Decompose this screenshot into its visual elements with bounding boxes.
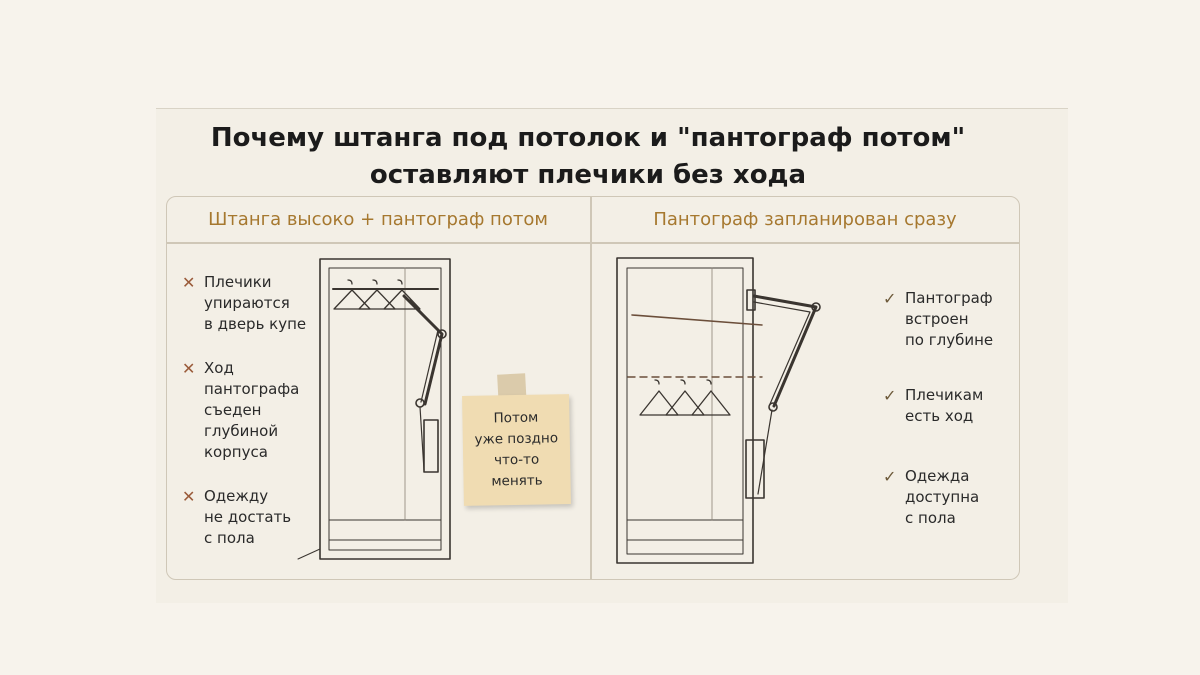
right-feature-2: ✓ Плечикам есть ход <box>883 385 983 427</box>
comparison-panel <box>166 196 1020 580</box>
right-feature-3: ✓ Одежда доступна с пола <box>883 466 979 529</box>
left-column-heading: Штанга высоко + пантограф потом <box>208 209 548 230</box>
left-feature-2: ✕ Ход пантографа съеден глубиной корпуса <box>182 358 299 463</box>
right-feature-3-text: Одежда доступна с пола <box>905 467 980 527</box>
header-divider <box>167 242 1019 244</box>
cross-icon: ✕ <box>182 487 196 506</box>
right-hangers-icon <box>639 379 731 416</box>
left-hangers-icon <box>333 279 421 310</box>
right-feature-1-text: Пантограф встроен по глубине <box>905 289 994 349</box>
column-divider <box>590 197 592 579</box>
left-feature-2-text: Ход пантографа съеден глубиной корпуса <box>204 359 300 461</box>
check-icon: ✓ <box>883 289 897 308</box>
left-wardrobe-illustration <box>297 258 451 560</box>
right-feature-1: ✓ Пантограф встроен по глубине <box>883 288 993 351</box>
diagram-title: Почему штанга под потолок и "пантограф п… <box>210 123 966 190</box>
check-icon: ✓ <box>883 386 897 405</box>
right-wardrobe-illustration <box>616 257 821 564</box>
card-background <box>156 108 1068 603</box>
cross-icon: ✕ <box>182 273 196 292</box>
cross-icon: ✕ <box>182 359 196 378</box>
sticky-note: Потом уже поздно что-то менять <box>462 394 571 506</box>
check-icon: ✓ <box>883 467 897 486</box>
right-column-heading: Пантограф запланирован сразу <box>653 209 957 230</box>
right-pantograph-icon <box>745 289 821 499</box>
right-wardrobe-frame <box>616 257 754 564</box>
left-feature-3-text: Одежду не достать с пола <box>204 487 292 547</box>
left-wardrobe-frame <box>319 258 451 560</box>
left-feature-3: ✕ Одежду не достать с пола <box>182 486 291 549</box>
left-pantograph-icon <box>402 294 447 473</box>
left-feature-1-text: Плечики упираются в дверь купе <box>204 273 307 333</box>
left-feature-1: ✕ Плечики упираются в дверь купе <box>182 272 306 335</box>
right-feature-2-text: Плечикам есть ход <box>905 386 984 425</box>
